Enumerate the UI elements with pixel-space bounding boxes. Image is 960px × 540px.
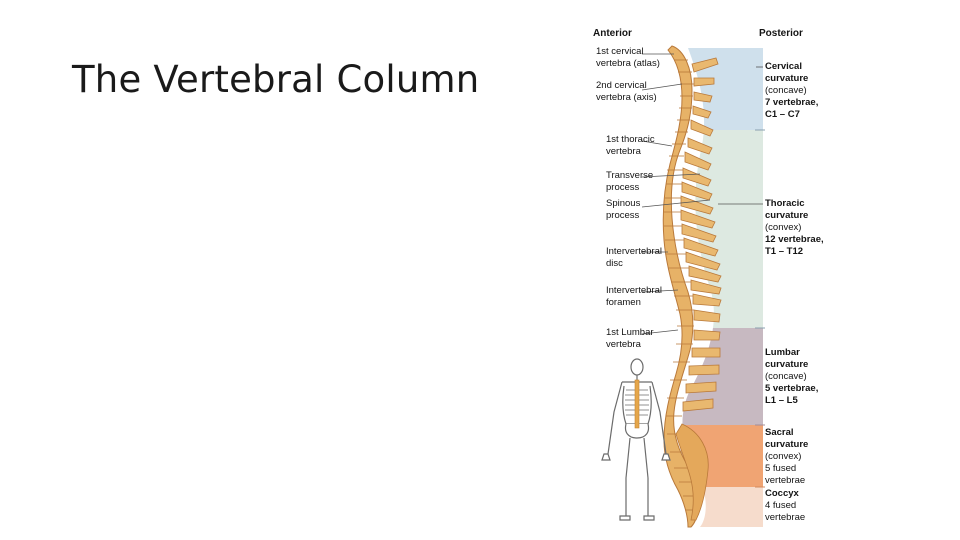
anterior-header: Anterior [593, 28, 632, 40]
mini-skeleton-spine [635, 380, 639, 428]
mini-skeleton-figure [602, 359, 670, 520]
slide-title: The Vertebral Column [72, 58, 479, 101]
cervical-region-band [755, 48, 763, 130]
label-lumbar-curvature: Lumbar curvature (concave) 5 vertebrae, … [765, 347, 818, 407]
coccyx-region-band [755, 487, 763, 527]
posterior-header: Posterior [759, 28, 803, 40]
sacral-region-band [755, 425, 763, 487]
label-coccyx: Coccyx 4 fused vertebrae [765, 488, 805, 524]
lumbar-region-band [755, 328, 763, 425]
label-cervical-curvature: Cervical curvature (concave) 7 vertebrae… [765, 61, 818, 121]
thoracic-region-band [755, 130, 763, 328]
label-sacral-curvature: Sacral curvature (convex) 5 fused verteb… [765, 427, 808, 487]
label-thoracic-curvature: Thoracic curvature (convex) 12 vertebrae… [765, 198, 824, 258]
